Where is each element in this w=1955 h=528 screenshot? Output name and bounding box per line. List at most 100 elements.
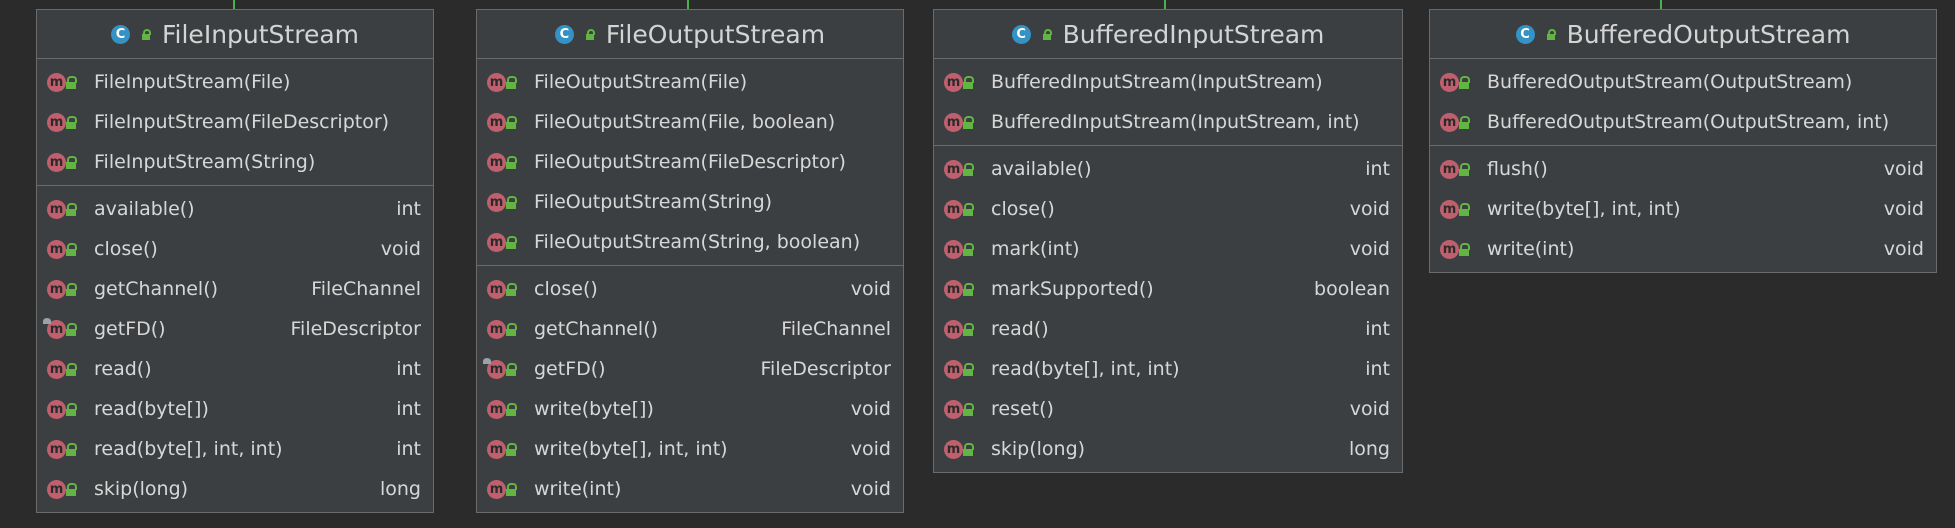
- method-signature: write(byte[], int, int): [534, 438, 728, 460]
- return-type: FileChannel: [311, 278, 421, 300]
- public-lock-icon: [963, 115, 974, 129]
- public-lock-icon: [141, 28, 151, 40]
- public-lock-icon: [963, 402, 974, 416]
- return-type: void: [380, 238, 421, 260]
- method-icon: m: [487, 152, 506, 172]
- public-lock-icon: [963, 202, 974, 216]
- class-icon: C: [1515, 24, 1535, 44]
- method-icon: m: [487, 279, 506, 299]
- inheritance-connector: [233, 0, 235, 10]
- class-header[interactable]: C FileOutputStream: [477, 10, 903, 59]
- public-lock-icon: [66, 442, 77, 456]
- method-icon: m: [487, 192, 506, 212]
- constructor-signature: BufferedInputStream(InputStream): [991, 71, 1323, 93]
- class-header[interactable]: C BufferedOutputStream: [1430, 10, 1936, 59]
- return-type: FileDescriptor: [290, 318, 422, 340]
- return-type: void: [850, 478, 891, 500]
- public-lock-icon: [963, 162, 974, 176]
- method-icon: m: [487, 112, 506, 132]
- method-icon: m: [944, 159, 963, 179]
- return-type: int: [396, 358, 421, 380]
- method-icon: m: [1440, 199, 1459, 219]
- return-type: void: [850, 278, 891, 300]
- public-lock-icon: [66, 202, 77, 216]
- public-lock-icon: [963, 362, 974, 376]
- return-type: int: [396, 198, 421, 220]
- return-type: void: [1349, 238, 1390, 260]
- method-icon: m: [487, 479, 506, 499]
- return-type: void: [850, 438, 891, 460]
- method-icon: m: [47, 152, 66, 172]
- public-lock-icon: [963, 442, 974, 456]
- public-lock-icon: [1042, 28, 1052, 40]
- constructor-row[interactable]: m BufferedInputStream(InputStream): [934, 62, 1402, 102]
- constructor-signature: FileOutputStream(String): [534, 191, 773, 213]
- return-type: int: [1365, 318, 1390, 340]
- constructor-signature: FileInputStream(FileDescriptor): [94, 111, 390, 133]
- method-icon: m: [47, 439, 66, 459]
- class-header[interactable]: C FileInputStream: [37, 10, 433, 59]
- method-icon: m: [1440, 239, 1459, 259]
- method-icon: m: [47, 479, 66, 499]
- method-icon: m: [47, 199, 66, 219]
- method-icon: m: [944, 72, 963, 92]
- method-signature: write(byte[]): [534, 398, 654, 420]
- public-lock-icon: [66, 75, 77, 89]
- class-header[interactable]: C BufferedInputStream: [934, 10, 1402, 59]
- constructor-row[interactable]: m FileOutputStream(String): [477, 182, 903, 222]
- method-icon: m: [944, 439, 963, 459]
- method-icon: m: [47, 319, 66, 339]
- method-signature: write(int): [1487, 238, 1575, 260]
- return-type: void: [1349, 398, 1390, 420]
- class-icon: C: [110, 24, 130, 44]
- constructor-signature: FileOutputStream(String, boolean): [534, 231, 861, 253]
- inheritance-connector: [1660, 0, 1662, 10]
- return-type: void: [850, 398, 891, 420]
- public-lock-icon: [585, 28, 595, 40]
- method-icon: m: [47, 399, 66, 419]
- public-lock-icon: [66, 242, 77, 256]
